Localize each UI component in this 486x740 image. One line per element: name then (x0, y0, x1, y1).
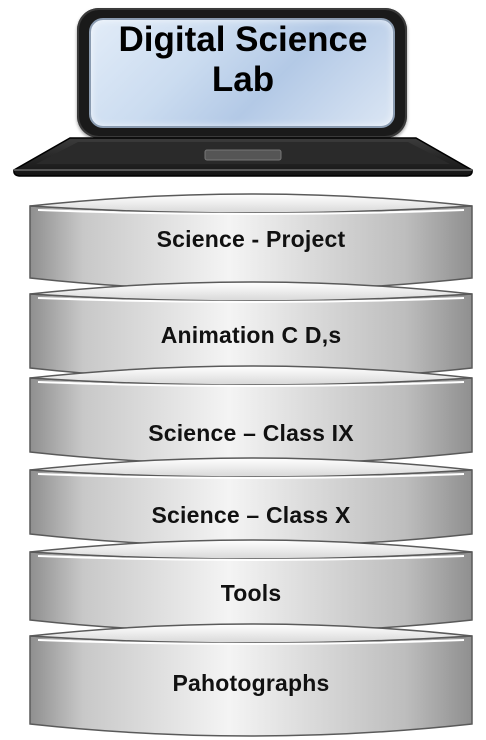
menu-disk-photographs[interactable]: Pahotographs (26, 622, 476, 738)
disk-top (29, 539, 473, 560)
disk-highlight (37, 381, 465, 387)
disk-shape (29, 193, 473, 291)
laptop-screen (77, 8, 407, 138)
disk-top (29, 623, 473, 644)
menu-item-label: Pahotographs (172, 670, 330, 696)
page-title: Digital Science Lab (118, 20, 368, 99)
menu-item-label: Tools (220, 580, 282, 606)
menu-disk-stack: Science - Project Animation C D,s (26, 192, 476, 738)
laptop-display (89, 18, 395, 128)
disk-shape (29, 365, 473, 465)
disk-top (29, 457, 473, 478)
menu-disk-science-project[interactable]: Science - Project (26, 192, 476, 292)
menu-disk-science-class-x[interactable]: Science – Class X (26, 456, 476, 548)
menu-item-label: Science – Class IX (148, 420, 354, 446)
menu-item-label: Science – Class X (151, 502, 351, 528)
disk-shape (29, 539, 473, 633)
disk-top (29, 365, 473, 386)
disk-highlight (37, 297, 465, 303)
disk-highlight (37, 639, 465, 645)
disk-shape (29, 623, 473, 737)
menu-item-label: Animation C D,s (160, 322, 342, 348)
laptop-graphic: Digital Science Lab (0, 0, 486, 190)
disk-shape (29, 281, 473, 381)
menu-disk-animation-cds[interactable]: Animation C D,s (26, 280, 476, 382)
laptop-keyboard-base (13, 137, 473, 177)
disk-top (29, 193, 473, 214)
disk-highlight (37, 209, 465, 215)
disk-highlight (37, 473, 465, 479)
disk-top (29, 281, 473, 302)
menu-disk-science-class-ix[interactable]: Science – Class IX (26, 364, 476, 466)
disk-highlight (37, 555, 465, 561)
menu-disk-tools[interactable]: Tools (26, 538, 476, 634)
disk-shape (29, 457, 473, 547)
menu-item-label: Science - Project (156, 226, 346, 252)
